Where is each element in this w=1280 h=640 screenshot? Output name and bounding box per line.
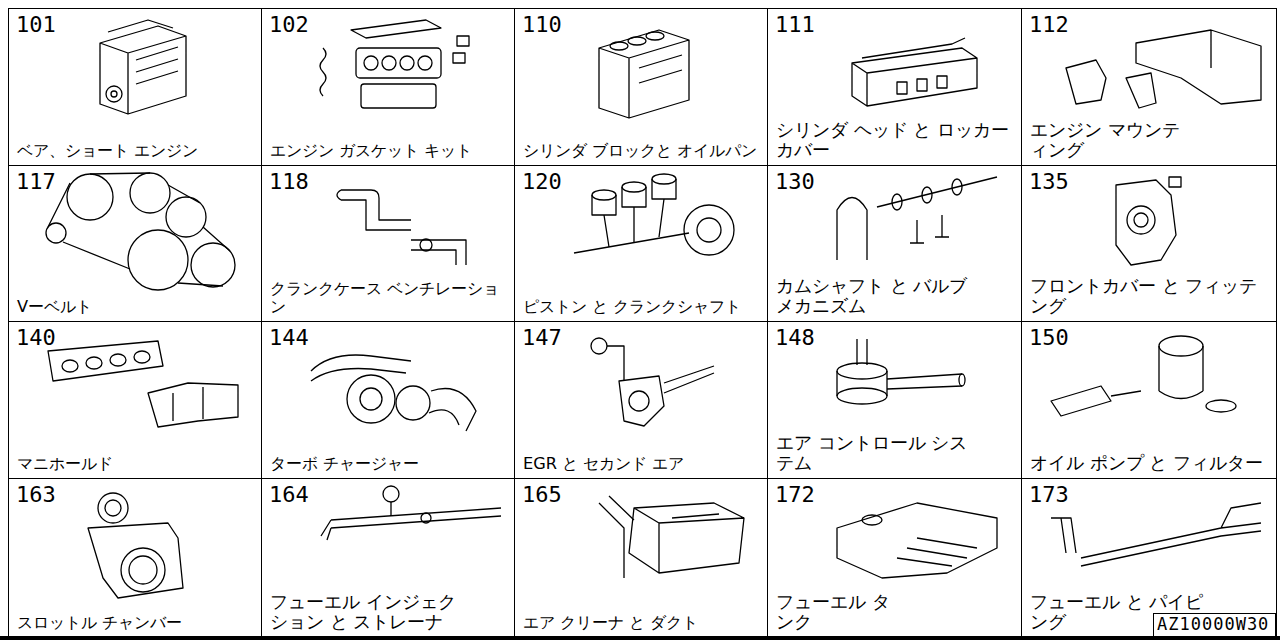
part-group-label: オイル ポンプ と フィルター — [1030, 453, 1270, 473]
part-group-label: ピストン と クランクシャフト — [523, 298, 763, 316]
front-cover-illustration — [1116, 177, 1181, 265]
oil-pump-filter-illustration — [1051, 336, 1236, 416]
callout-number: 117 — [16, 170, 56, 194]
part-group-label: フューエル タンク — [776, 592, 896, 632]
cylinder-block-illustration — [599, 30, 689, 118]
part-group-label: シリンダ ブロックと オイルパン — [523, 142, 763, 160]
part-group-label: マニホールド — [17, 455, 257, 473]
callout-number: 163 — [16, 483, 56, 507]
catalog-cell: 163 スロットル チャンバー — [8, 478, 262, 638]
catalog-cell: 172 フューエル タンク — [767, 478, 1022, 638]
egr-valve-illustration — [591, 338, 714, 426]
part-group-label: Vーベルト — [17, 298, 257, 316]
manifold-illustration — [48, 341, 238, 427]
catalog-cell: 144 ターボ チャージャー — [261, 321, 515, 479]
part-group-label: エア クリーナ と ダクト — [523, 614, 763, 632]
fuel-tank-illustration — [837, 503, 997, 578]
throttle-chamber-illustration — [88, 493, 183, 598]
catalog-cell: 101 ベア、ショート エンジン — [8, 8, 262, 166]
catalog-cell: 102 エンジン ガスケット キット — [261, 8, 515, 166]
part-group-label: シリンダ ヘッド と ロッカー カバー — [776, 120, 1016, 160]
part-group-label: ベア、ショート エンジン — [17, 142, 257, 160]
catalog-cell: 140 マニホールド — [8, 321, 262, 479]
catalog-cell: 164 フューエル インジェクション と ストレーナ — [261, 478, 515, 638]
turbocharger-illustration — [311, 355, 476, 431]
part-group-label: エンジン マウンティング — [1030, 120, 1180, 160]
cylinder-head-illustration — [852, 38, 977, 106]
callout-number: 165 — [522, 483, 562, 507]
callout-number: 144 — [269, 326, 309, 350]
bottom-rule — [0, 636, 1280, 640]
callout-number: 118 — [269, 170, 309, 194]
drawing-code: AZ10000W30 — [1157, 614, 1269, 634]
part-group-label: フロントカバー と フィッテング — [1030, 276, 1270, 316]
catalog-cell: 148 エア コントロール システム — [767, 321, 1022, 479]
part-group-label: カムシャフト と バルブ メカニズム — [776, 276, 976, 316]
catalog-cell: 150 オイル ポンプ と フィルター — [1021, 321, 1277, 479]
gasket-illustration — [320, 20, 469, 108]
part-group-label: エア コントロール システム — [776, 433, 976, 473]
callout-number: 172 — [775, 483, 815, 507]
catalog-cell: 135 フロントカバー と フィッテング — [1021, 165, 1277, 322]
catalog-cell: 112 エンジン マウンティング — [1021, 8, 1277, 166]
catalog-cell: 117Vーベルト — [8, 165, 262, 322]
callout-number: 120 — [522, 170, 562, 194]
callout-number: 112 — [1029, 13, 1069, 37]
ventilation-hose-illustration — [337, 190, 466, 265]
part-group-label: エンジン ガスケット キット — [270, 142, 510, 160]
callout-number: 111 — [775, 13, 815, 37]
catalog-cell: 118 クランクケース ベンチレーション — [261, 165, 515, 322]
catalog-cell: 165 エア クリーナ と ダクト — [514, 478, 768, 638]
engine-mount-illustration — [1066, 30, 1261, 108]
air-control-illustration — [837, 339, 965, 404]
callout-number: 164 — [269, 483, 309, 507]
fuel-injection-illustration — [321, 486, 501, 540]
callout-number: 102 — [269, 13, 309, 37]
callout-number: 173 — [1029, 483, 1069, 507]
part-group-label: スロットル チャンバー — [17, 614, 257, 632]
callout-number: 148 — [775, 326, 815, 350]
camshaft-illustration — [837, 177, 997, 260]
part-group-label: EGR と セカンド エア — [523, 455, 763, 473]
catalog-cell: 111 シリンダ ヘッド と ロッカー カバー — [767, 8, 1022, 166]
callout-number: 150 — [1029, 326, 1069, 350]
v-belt-illustration — [46, 173, 235, 290]
callout-number: 130 — [775, 170, 815, 194]
callout-number: 147 — [522, 326, 562, 350]
catalog-cell: 147EGR と セカンド エア — [514, 321, 768, 479]
drawing-code-box: AZ10000W30 — [1153, 613, 1276, 637]
fuel-piping-illustration — [1051, 503, 1261, 566]
part-group-label: ターボ チャージャー — [270, 455, 510, 473]
air-cleaner-illustration — [599, 496, 744, 578]
callout-number: 101 — [16, 13, 56, 37]
piston-crank-illustration — [574, 174, 734, 255]
catalog-cell: 130 カムシャフト と バルブ メカニズム — [767, 165, 1022, 322]
part-group-label: フューエル インジェクション と ストレーナ — [270, 592, 470, 632]
part-group-label: クランクケース ベンチレーション — [270, 280, 510, 316]
engine-illustration — [100, 20, 186, 114]
callout-number: 140 — [16, 326, 56, 350]
callout-number: 135 — [1029, 170, 1069, 194]
callout-number: 110 — [522, 13, 562, 37]
catalog-cell: 120 ピストン と クランクシャフト — [514, 165, 768, 322]
catalog-cell: 110 シリンダ ブロックと オイルパン — [514, 8, 768, 166]
